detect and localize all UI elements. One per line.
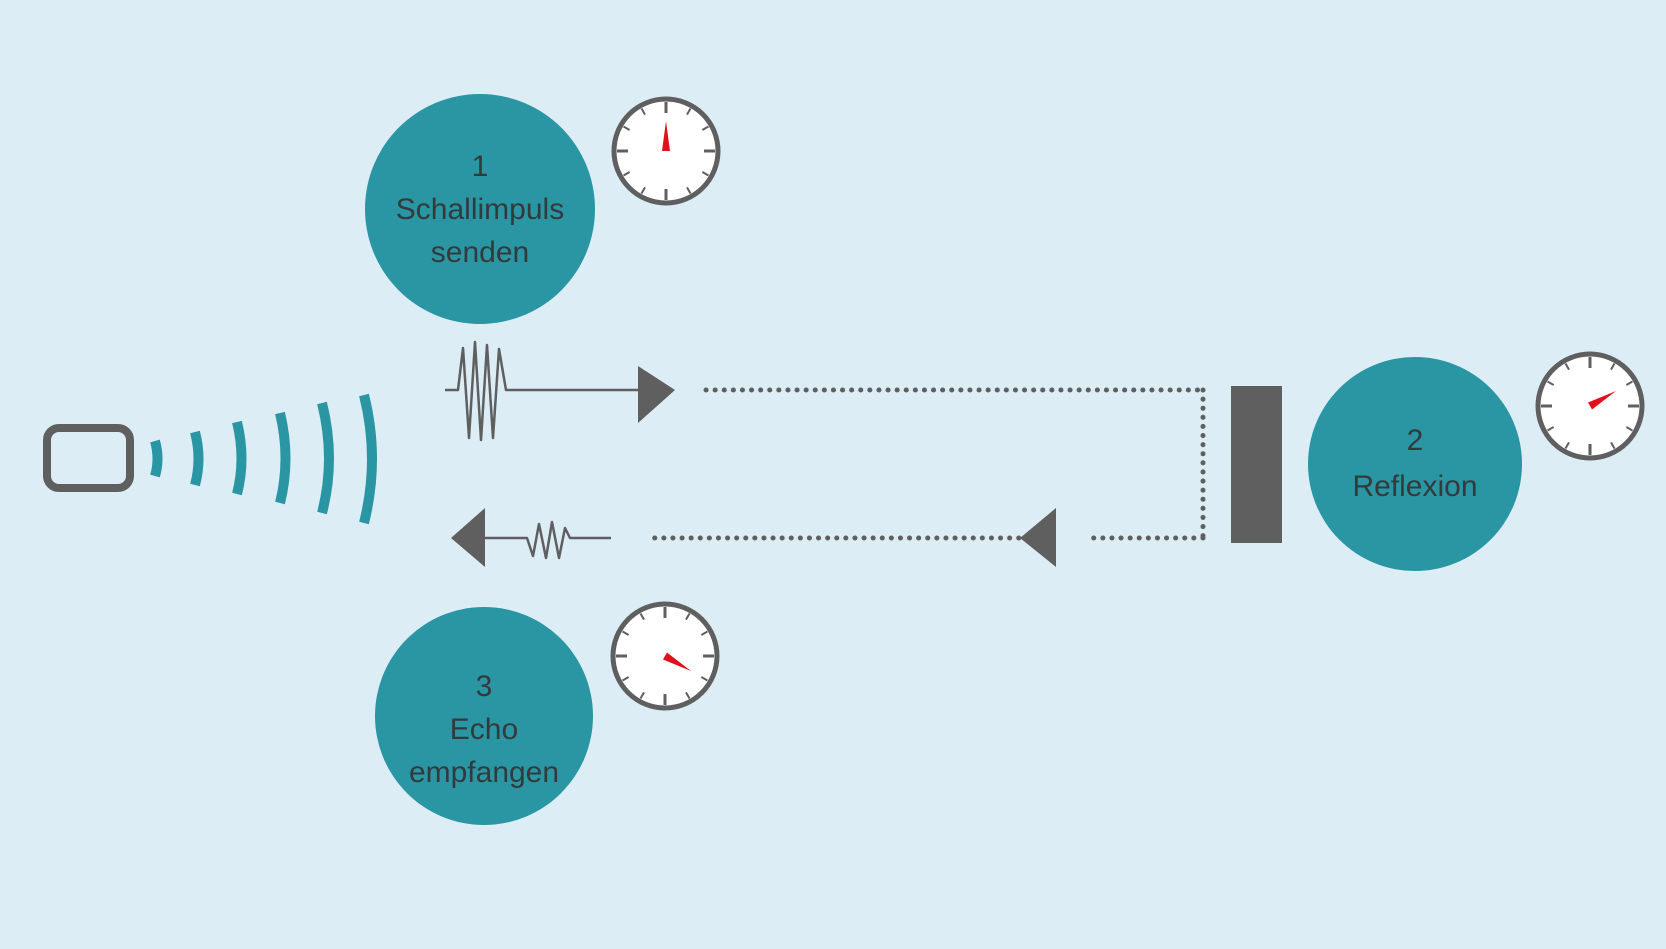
step-number: 3: [475, 669, 493, 703]
wave-arc-1: [150, 439, 163, 478]
step-number: 1: [471, 149, 489, 183]
clock-tick: [622, 630, 630, 636]
outgoing-arrowhead-icon: [638, 366, 675, 423]
clock-tick: [686, 186, 692, 194]
incoming-echo: [451, 508, 611, 567]
clock-tick: [1610, 363, 1616, 371]
clock-tick: [701, 125, 709, 131]
clock-tick: [640, 186, 646, 194]
wave-arc-4: [275, 411, 291, 505]
stopwatch-icon: [1535, 351, 1645, 461]
clock-tick: [640, 108, 646, 116]
step-title: Schallimpuls: [395, 192, 565, 226]
clock-tick: [700, 676, 708, 682]
return-arrowhead-icon: [1020, 508, 1056, 567]
step-label-2: 2 Reflexion: [1320, 414, 1510, 514]
clock-tick: [701, 171, 709, 177]
step-circle-2: [1308, 357, 1522, 571]
clock-tick: [1625, 380, 1633, 386]
clock-hand: [1588, 391, 1616, 410]
wave-arc-5: [317, 401, 334, 515]
clock-tick: [1547, 426, 1555, 432]
step-label-1: 1 Schallimpuls senden: [380, 125, 580, 293]
reflector-wall-icon: [1231, 386, 1282, 543]
clock-tick: [1610, 441, 1616, 449]
step-title: Reflexion: [1352, 470, 1478, 503]
step-circle-3: [375, 607, 593, 825]
echo-signal-icon: [479, 520, 611, 560]
wave-arc-2: [190, 430, 204, 487]
clock-hand: [662, 121, 670, 151]
clock-tick: [700, 630, 708, 636]
outgoing-pulse: [445, 340, 675, 442]
wave-arc-6: [359, 393, 377, 525]
clock-tick: [639, 691, 645, 699]
clock-tick: [1625, 426, 1633, 432]
clock-tick: [1564, 441, 1570, 449]
step-title: Echo: [449, 712, 519, 746]
step-subtitle: senden: [430, 235, 530, 269]
clock-tick: [622, 676, 630, 682]
step-number: 2: [1406, 424, 1424, 457]
stopwatch-icon: [610, 601, 720, 711]
clock-tick: [623, 125, 631, 131]
sound-waves-icon: [150, 393, 377, 525]
pulse-signal-icon: [445, 340, 645, 442]
clock-tick: [623, 171, 631, 177]
step-label-3: 3 Echo empfangen: [384, 645, 584, 813]
echo-arrowhead-icon: [451, 508, 485, 567]
clock-tick: [639, 613, 645, 621]
clock-tick: [685, 691, 691, 699]
clock-tick: [1564, 363, 1570, 371]
stopwatch-icon: [611, 96, 721, 206]
step-subtitle: empfangen: [408, 755, 560, 789]
clock-tick: [685, 613, 691, 621]
ultrasonic-sensor-icon: [43, 424, 134, 492]
clock-tick: [1547, 380, 1555, 386]
clock-hand: [663, 652, 691, 671]
step-circle-1: [365, 94, 595, 324]
dotted-path: [643, 387, 1206, 541]
clock-tick: [686, 108, 692, 116]
wave-arc-3: [232, 420, 247, 496]
